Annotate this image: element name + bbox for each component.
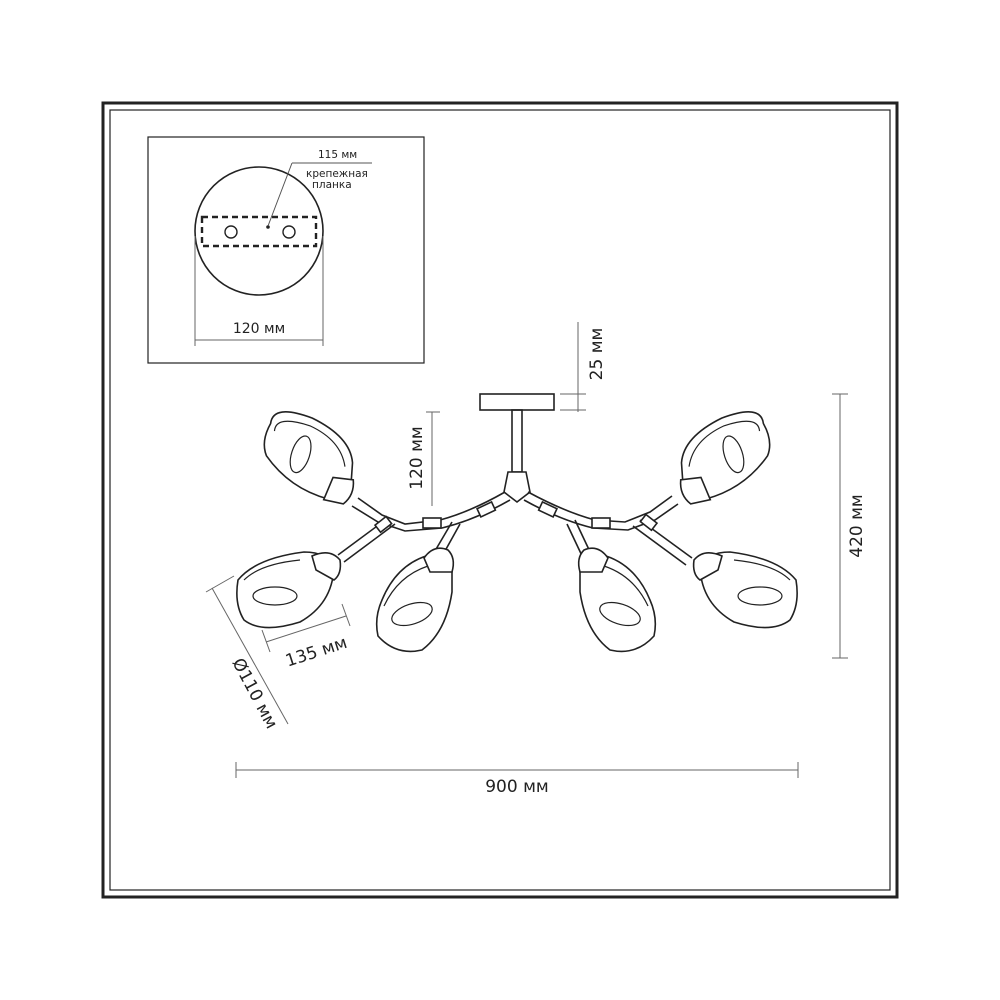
dim-diameter-line bbox=[211, 587, 289, 725]
inset-frame bbox=[147, 136, 425, 364]
dim-length-line bbox=[265, 615, 347, 643]
arm-left-lower-2 bbox=[343, 523, 396, 563]
bar-size-label: 115 мм bbox=[318, 149, 357, 161]
outer-frame bbox=[101, 101, 899, 899]
dim-diameter-label: Ø110 мм bbox=[228, 655, 282, 732]
dim-diameter-ext-top bbox=[205, 575, 235, 593]
dim-length-ext-right bbox=[341, 603, 351, 627]
joint-right-1 bbox=[591, 517, 611, 529]
canopy-circle bbox=[194, 166, 324, 296]
stem bbox=[511, 409, 523, 473]
mounting-inset: 115 мм крепежная планка 120 мм bbox=[147, 136, 425, 364]
dim-length-ext-left bbox=[261, 629, 271, 653]
arm-left-main-2 bbox=[351, 499, 511, 532]
inner-frame bbox=[109, 109, 891, 891]
fixture bbox=[236, 393, 798, 653]
plate-label-line1: крепежная bbox=[306, 168, 368, 180]
shade-lower-right bbox=[692, 551, 798, 629]
mounting-hole-right bbox=[282, 225, 296, 239]
dim-length-label: 135 мм bbox=[283, 633, 350, 672]
joint-right-2 bbox=[639, 513, 659, 532]
dim-width-label: 900 мм bbox=[485, 777, 549, 797]
arms bbox=[337, 491, 693, 566]
shade-upper-right bbox=[679, 411, 771, 505]
plate-pointer-dot bbox=[266, 225, 270, 229]
arm-right-main bbox=[527, 491, 673, 523]
joint-left-2 bbox=[373, 515, 393, 534]
plate-label-line2: планка bbox=[312, 179, 352, 191]
dim-height-label: 420 мм bbox=[847, 494, 867, 558]
shade-inner-left bbox=[375, 547, 455, 653]
shade-upper-left bbox=[263, 411, 355, 505]
joint-left-1 bbox=[422, 517, 442, 529]
arm-right-main-2 bbox=[523, 499, 679, 531]
joint-right-3 bbox=[537, 500, 559, 518]
inset-diameter-label: 120 мм bbox=[233, 321, 285, 337]
shade-lower-left bbox=[236, 551, 342, 629]
mounting-hole-left bbox=[224, 225, 238, 239]
central-joint bbox=[503, 471, 531, 504]
mounting-bar bbox=[200, 215, 318, 248]
canopy-plate bbox=[479, 393, 555, 411]
plate-leader-line bbox=[267, 162, 293, 227]
joint-left-3 bbox=[475, 500, 497, 518]
arm-right-lower-2 bbox=[632, 525, 687, 566]
arm-left-main bbox=[357, 491, 506, 525]
dim-drop-label: 120 мм bbox=[407, 426, 427, 490]
dim-canopy-label: 25 мм bbox=[587, 328, 607, 381]
shade-inner-right bbox=[577, 547, 657, 653]
